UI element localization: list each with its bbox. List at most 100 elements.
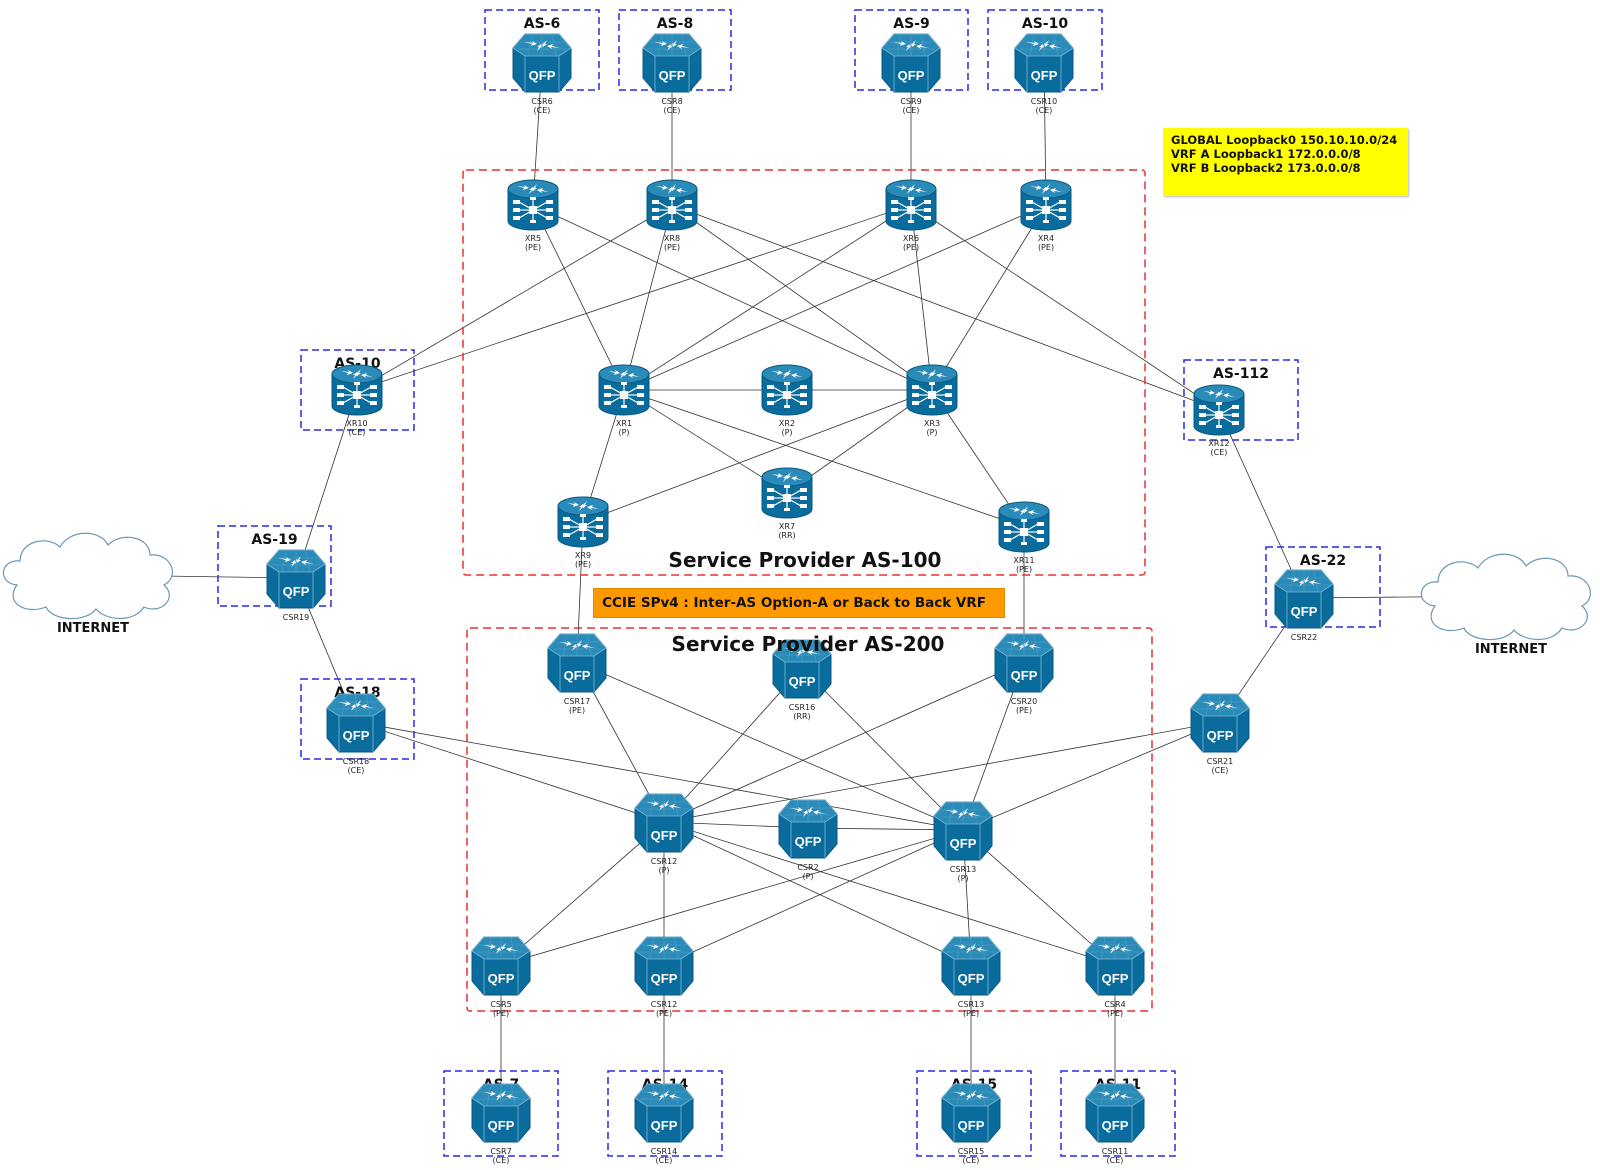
as-label: AS-19 <box>251 532 297 548</box>
device-name: CSR7 <box>490 1147 511 1156</box>
as-label: AS-10 <box>1022 16 1068 32</box>
device-csr16[interactable]: CSR16(RR) <box>772 639 832 721</box>
device-csr12p[interactable]: CSR12(P) <box>634 793 694 875</box>
link-csr12p-csr13pe <box>663 821 972 966</box>
device-name: CSR8 <box>661 97 682 106</box>
device-xr2[interactable]: XR2(P) <box>761 364 813 437</box>
device-csr12pe[interactable]: CSR12(PE) <box>634 936 694 1018</box>
device-csr6[interactable]: CSR6(CE) <box>512 33 572 115</box>
device-role: (PE) <box>575 560 591 569</box>
device-xr5[interactable]: XR5(PE) <box>507 179 559 252</box>
provider-title-as100: Service Provider AS-100 <box>669 548 942 572</box>
device-role: (CE) <box>534 106 551 115</box>
link-xr8-xr1 <box>623 204 673 391</box>
csr-router-icon <box>634 936 694 996</box>
as-box-as112: AS-112 <box>1183 359 1299 441</box>
device-name: XR11 <box>1013 556 1034 565</box>
device-name: CSR10 <box>1031 97 1057 106</box>
device-role: (CE) <box>963 1156 980 1165</box>
internet-cloud-icon <box>1420 553 1591 641</box>
link-xr6-xr1 <box>623 204 912 391</box>
device-xr12[interactable]: XR12(CE) <box>1193 384 1245 457</box>
link-csr18-csr13p <box>355 721 964 831</box>
device-xr9[interactable]: XR9(PE) <box>557 496 609 569</box>
device-role: (CE) <box>903 106 920 115</box>
device-role: (P) <box>957 874 968 883</box>
device-csr18[interactable]: CSR18(CE) <box>326 693 386 775</box>
link-xr6-xr12 <box>910 204 1220 411</box>
device-csr8[interactable]: CSR8(CE) <box>642 33 702 115</box>
device-name: CSR22 <box>1291 633 1317 642</box>
device-csr11[interactable]: CSR11(CE) <box>1085 1083 1145 1165</box>
xr-router-icon <box>885 179 937 231</box>
device-csr13p[interactable]: CSR13(P) <box>933 801 993 883</box>
link-xr4-xr3 <box>931 204 1047 391</box>
device-name: XR7 <box>779 522 795 531</box>
device-name: CSR15 <box>958 1147 984 1156</box>
device-xr11[interactable]: XR11(PE) <box>998 501 1050 574</box>
link-xr8-xr12 <box>671 204 1220 411</box>
device-name: CSR11 <box>1102 1147 1128 1156</box>
device-xr3[interactable]: XR3(P) <box>906 364 958 437</box>
link-csr21-csr13p <box>962 721 1221 831</box>
device-csr17[interactable]: CSR17(PE) <box>547 633 607 715</box>
csr-router-icon <box>941 1083 1001 1143</box>
cloud-label: INTERNET <box>1475 642 1547 657</box>
device-role: (P) <box>926 428 937 437</box>
link-csr13p-csr4 <box>962 829 1116 966</box>
device-xr4[interactable]: XR4(PE) <box>1020 179 1072 252</box>
device-csr22[interactable]: CSR22 <box>1274 569 1334 642</box>
device-name: XR12 <box>1208 439 1229 448</box>
csr-router-icon <box>634 793 694 853</box>
device-name: XR6 <box>903 234 919 243</box>
note-line: VRF B Loopback2 173.0.0.0/8 <box>1171 161 1361 175</box>
xr-router-icon <box>646 179 698 231</box>
device-name: CSR12 <box>651 1000 677 1009</box>
link-csr21-csr12p <box>663 721 1221 823</box>
csr-router-icon <box>634 1083 694 1143</box>
xr-router-icon <box>598 364 650 416</box>
device-name: CSR12 <box>651 857 677 866</box>
link-xr6-xr10 <box>356 204 912 391</box>
device-csr20[interactable]: CSR20(PE) <box>994 633 1054 715</box>
device-name: XR8 <box>664 234 680 243</box>
xr-router-icon <box>906 364 958 416</box>
device-role: (RR) <box>793 712 810 721</box>
device-csr14[interactable]: CSR14(CE) <box>634 1083 694 1165</box>
link-xr1-xr7 <box>623 389 788 494</box>
device-csr21[interactable]: CSR21(CE) <box>1190 693 1250 775</box>
device-name: CSR5 <box>490 1000 511 1009</box>
device-csr13pe[interactable]: CSR13(PE) <box>941 936 1001 1018</box>
device-csr10[interactable]: CSR10(CE) <box>1014 33 1074 115</box>
device-role: (CE) <box>656 1156 673 1165</box>
device-csr19[interactable]: CSR19 <box>266 549 326 622</box>
device-xr7[interactable]: XR7(RR) <box>761 467 813 540</box>
csr-router-icon <box>547 633 607 693</box>
provider-title-as200: Service Provider AS-200 <box>672 632 945 656</box>
device-csr4[interactable]: CSR4(PE) <box>1085 936 1145 1018</box>
device-role: (PE) <box>903 243 919 252</box>
device-name: CSR17 <box>564 697 590 706</box>
device-xr10[interactable]: XR10(CE) <box>331 364 383 437</box>
device-role: (PE) <box>1016 565 1032 574</box>
device-csr7[interactable]: CSR7(CE) <box>471 1083 531 1165</box>
device-role: (P) <box>658 866 669 875</box>
device-xr6[interactable]: XR6(PE) <box>885 179 937 252</box>
device-role: (P) <box>802 872 813 881</box>
device-name: CSR19 <box>283 613 309 622</box>
device-role: (CE) <box>1212 766 1229 775</box>
device-csr2[interactable]: CSR2(P) <box>778 799 838 881</box>
device-csr15[interactable]: CSR15(CE) <box>941 1083 1001 1165</box>
device-xr8[interactable]: XR8(PE) <box>646 179 698 252</box>
link-xr4-xr1 <box>623 204 1047 391</box>
cloud-label: INTERNET <box>57 621 129 636</box>
device-csr5[interactable]: CSR5(PE) <box>471 936 531 1018</box>
link-csr16-csr12p <box>663 667 803 823</box>
device-xr1[interactable]: XR1(P) <box>598 364 650 437</box>
csr-router-icon <box>266 549 326 609</box>
device-csr9[interactable]: CSR9(CE) <box>881 33 941 115</box>
topic-banner: CCIE SPv4 : Inter-AS Option-A or Back to… <box>593 588 1005 618</box>
link-csr17-csr13p <box>576 661 964 831</box>
as-label: AS-6 <box>524 16 560 32</box>
device-name: CSR2 <box>797 863 818 872</box>
